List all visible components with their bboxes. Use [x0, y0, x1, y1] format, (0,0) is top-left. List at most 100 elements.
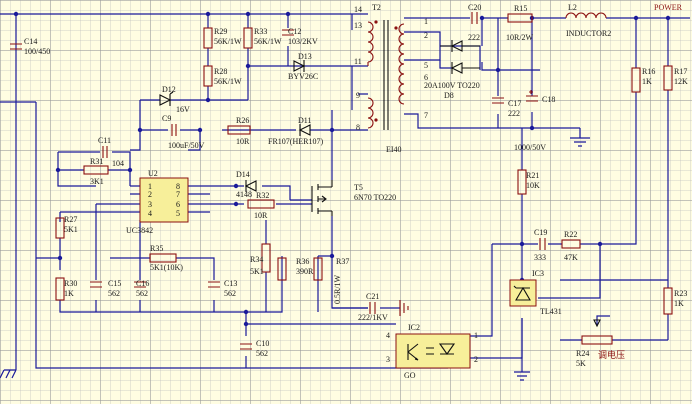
capacitor-c18: C18 1000/50V	[514, 90, 555, 152]
capacitor-c16: C16 562	[134, 279, 149, 298]
capacitor-c20: C20 222	[468, 3, 481, 42]
svg-text:1K: 1K	[674, 299, 684, 308]
ic-u2-uc3842: U2 1 2 3 4 8 7 6 5 UC3842	[126, 169, 189, 235]
svg-text:222/1KV: 222/1KV	[358, 313, 388, 322]
svg-text:5K1: 5K1	[64, 225, 78, 234]
resistor-r33: R33 56K/1W	[243, 27, 282, 49]
svg-text:4148: 4148	[236, 190, 252, 199]
svg-text:2: 2	[474, 355, 478, 364]
svg-text:FR107(HER107): FR107(HER107)	[268, 137, 323, 146]
resistor-r31: R31 3K1	[83, 157, 109, 186]
optocoupler-ic2: IC2 4 3 1 2 GO	[386, 323, 478, 380]
resistor-r16: R16 1K	[631, 67, 655, 93]
svg-text:5K: 5K	[576, 359, 586, 368]
svg-text:R24: R24	[576, 349, 589, 358]
svg-text:C14: C14	[24, 37, 37, 46]
capacitor-c13: C13 562	[208, 279, 237, 298]
capacitor-c14: C14 100/450	[10, 37, 50, 56]
svg-text:0.5R/1W: 0.5R/1W	[333, 274, 342, 304]
capacitor-c11: C11 104	[98, 136, 124, 168]
diode-d11: D11 FR107(HER107)	[268, 116, 323, 146]
svg-text:R22: R22	[564, 230, 577, 239]
resistor-r26: R26 10R	[227, 116, 251, 146]
resistor-r35: R35 5K1(10K)	[149, 244, 183, 272]
svg-text:L2: L2	[568, 3, 577, 12]
svg-text:R27: R27	[64, 215, 77, 224]
svg-text:1: 1	[424, 17, 428, 26]
resistor-r34: R34 5K1	[250, 243, 271, 276]
svg-text:4: 4	[386, 331, 390, 340]
svg-text:R15: R15	[514, 4, 527, 13]
capacitor-c9: C9 100uF/50V	[162, 114, 205, 150]
svg-text:D8: D8	[444, 91, 454, 100]
svg-text:10K: 10K	[526, 181, 540, 190]
svg-text:390R: 390R	[296, 267, 314, 276]
svg-text:6: 6	[176, 200, 180, 209]
svg-text:2: 2	[424, 31, 428, 40]
svg-text:R28: R28	[214, 67, 227, 76]
svg-text:1000/50V: 1000/50V	[514, 143, 546, 152]
capacitor-c10: C10 562	[240, 339, 269, 358]
ic-ic3-tl431: IC3 TL431	[509, 269, 562, 316]
svg-text:R17: R17	[674, 67, 687, 76]
svg-text:C10: C10	[256, 339, 269, 348]
svg-text:C15: C15	[108, 279, 121, 288]
resistor-r22: R22 47K	[561, 230, 581, 262]
svg-text:7: 7	[424, 111, 428, 120]
svg-text:调电压: 调电压	[598, 349, 625, 360]
svg-text:3: 3	[148, 200, 152, 209]
svg-text:6N70 TO220: 6N70 TO220	[354, 193, 396, 202]
resistor-r17: R17 12K	[663, 65, 688, 91]
svg-text:D13: D13	[298, 52, 312, 61]
svg-text:D14: D14	[236, 170, 250, 179]
svg-text:D12: D12	[162, 85, 176, 94]
svg-text:R35: R35	[150, 244, 163, 253]
capacitor-c19: C19 333	[534, 228, 547, 262]
inductor-l2: L2 INDUCTOR2	[565, 3, 611, 38]
resistor-r27: R27 5K1	[55, 215, 78, 239]
svg-text:R21: R21	[526, 171, 539, 180]
ground-symbol-secondary	[570, 128, 590, 147]
svg-text:IC3: IC3	[532, 269, 544, 278]
resistor-r32: R32 10R	[247, 191, 275, 220]
svg-text:R29: R29	[214, 27, 227, 36]
svg-text:3K1: 3K1	[90, 177, 104, 186]
svg-text:10R/2W: 10R/2W	[506, 33, 534, 42]
svg-text:2: 2	[148, 190, 152, 199]
svg-text:INDUCTOR2: INDUCTOR2	[566, 29, 611, 38]
capacitor-c12: C12 103/2KV	[282, 27, 318, 46]
svg-text:C19: C19	[534, 228, 547, 237]
svg-text:U2: U2	[148, 169, 158, 178]
zener-d12: D12 16V	[159, 85, 190, 114]
capacitor-c15: C15 562	[90, 279, 121, 298]
svg-text:T2: T2	[372, 3, 381, 12]
svg-text:222: 222	[468, 33, 480, 42]
svg-text:C17: C17	[508, 99, 521, 108]
diode-d8: 20A100V TO220 D8	[424, 40, 480, 100]
svg-text:UC3842: UC3842	[126, 226, 153, 235]
ground-symbol-ic3	[514, 371, 530, 381]
resistor-r15: R15 10R/2W	[506, 4, 534, 42]
svg-text:10R: 10R	[254, 211, 268, 220]
svg-text:5K1(10K): 5K1(10K)	[150, 263, 183, 272]
svg-text:R26: R26	[236, 116, 249, 125]
svg-text:222: 222	[508, 109, 520, 118]
svg-text:56K/1W: 56K/1W	[254, 37, 282, 46]
svg-text:562: 562	[256, 349, 268, 358]
capacitor-c17: C17 222	[492, 97, 521, 118]
ground-symbol-c21	[399, 300, 409, 316]
svg-text:8: 8	[356, 123, 360, 132]
mosfet-t5: T5 6N70 TO220	[311, 180, 396, 216]
svg-text:11: 11	[354, 57, 362, 66]
svg-text:R36: R36	[296, 257, 309, 266]
resistor-r21: R21 10K	[517, 169, 540, 195]
svg-text:1K: 1K	[64, 289, 74, 298]
svg-text:333: 333	[534, 253, 546, 262]
svg-text:C18: C18	[542, 95, 555, 104]
svg-text:7: 7	[176, 190, 180, 199]
svg-text:47K: 47K	[564, 253, 578, 262]
svg-text:4: 4	[148, 209, 152, 218]
resistor-r30: R30 1K	[55, 277, 77, 301]
svg-text:8: 8	[176, 182, 180, 191]
